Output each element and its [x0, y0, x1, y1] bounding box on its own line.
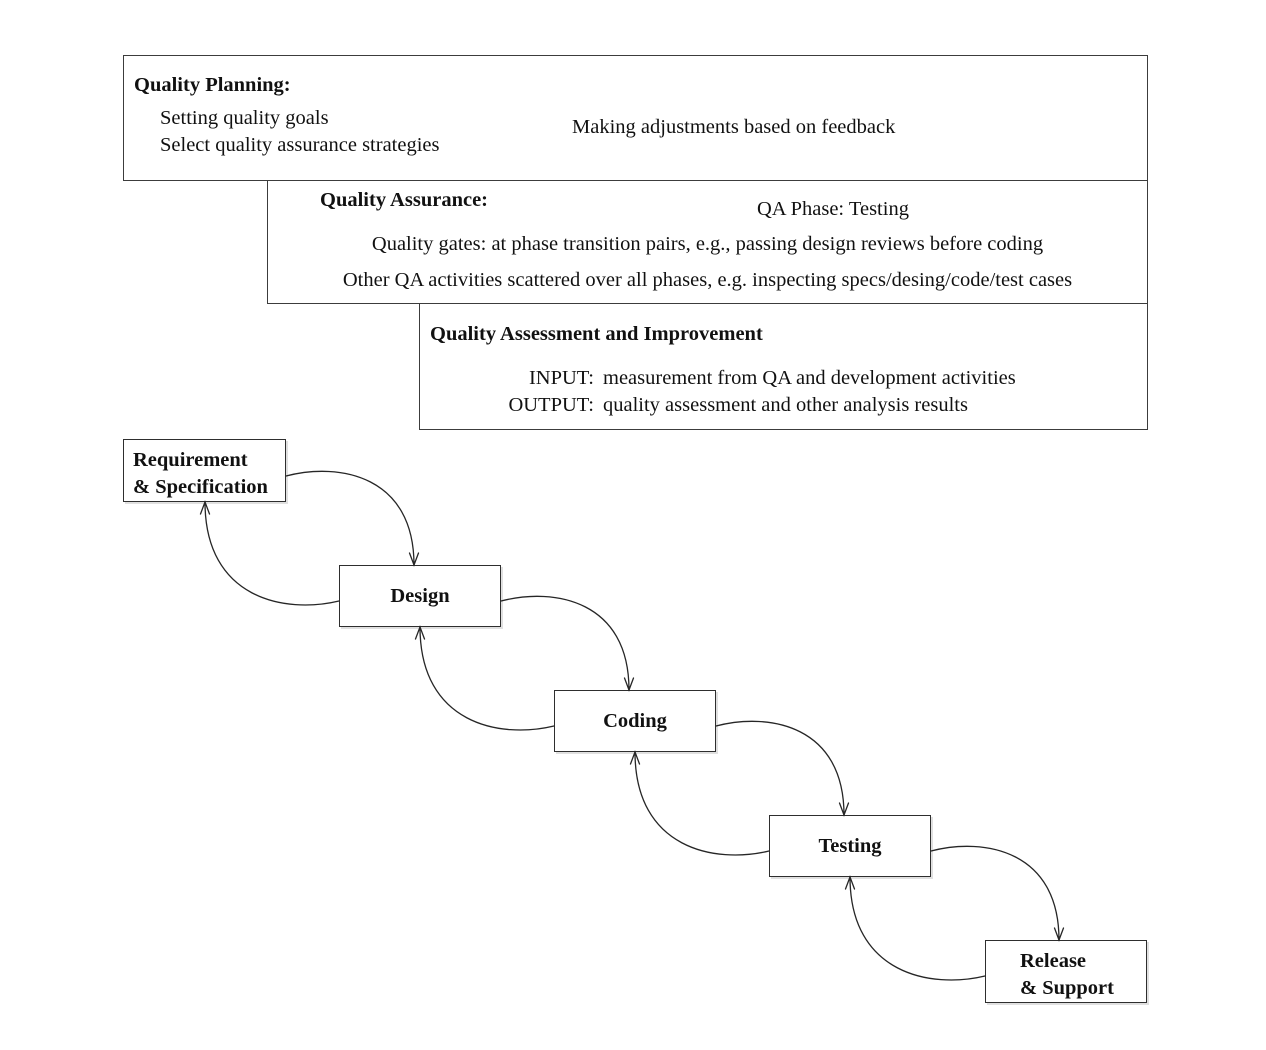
forward-arrow-design-to-coding — [500, 595, 635, 692]
arrowhead-down-icon — [408, 552, 420, 567]
qa-gates-line: Quality gates: at phase transition pairs… — [371, 233, 1044, 255]
arrowhead-up-icon — [844, 875, 856, 890]
output-label: OUTPUT: — [508, 394, 594, 416]
arrowhead-down-icon — [623, 677, 635, 692]
forward-curve-1 — [285, 470, 415, 566]
quality-assessment-box: Quality Assessment and Improvement INPUT… — [419, 303, 1148, 430]
backward-arrow-testing-to-coding — [629, 750, 770, 856]
forward-curve-4 — [930, 845, 1060, 941]
phase-box-release-support: Release & Support — [985, 940, 1147, 1003]
output-text: quality assessment and other analysis re… — [603, 394, 968, 416]
quality-assurance-box: Quality Assurance: QA Phase: Testing Qua… — [267, 180, 1148, 304]
quality-planning-title: Quality Planning: — [134, 74, 291, 96]
forward-curve-2 — [500, 595, 630, 691]
arrowhead-up-icon — [629, 750, 641, 765]
phase-box-testing: Testing — [769, 815, 931, 877]
forward-arrow-testing-to-release — [930, 845, 1065, 942]
backward-arrow-coding-to-design — [414, 625, 555, 731]
backward-curve-1 — [204, 501, 340, 606]
backward-curve-4 — [849, 876, 986, 981]
assessment-io-grid: INPUT: measurement from QA and developme… — [420, 365, 1147, 419]
phase-box-requirement-specification: Requirement & Specification — [123, 439, 286, 502]
backward-arrow-design-to-requirement — [199, 500, 340, 606]
input-label: INPUT: — [528, 367, 594, 389]
qa-phase-note: QA Phase: Testing — [757, 198, 909, 220]
quality-planning-items: Setting quality goals Select quality ass… — [160, 105, 440, 159]
forward-arrow-coding-to-testing — [715, 720, 850, 817]
quality-assessment-title: Quality Assessment and Improvement — [430, 323, 763, 345]
arrowhead-down-icon — [838, 802, 850, 817]
backward-curve-2 — [419, 626, 555, 731]
arrowhead-up-icon — [414, 625, 426, 640]
arrowhead-up-icon — [199, 500, 211, 515]
quality-planning-box: Quality Planning: Setting quality goals … — [123, 55, 1148, 181]
quality-planning-item-goals: Setting quality goals — [160, 107, 329, 129]
forward-curve-3 — [715, 720, 845, 816]
arrowhead-down-icon — [1053, 927, 1065, 942]
qa-other-activities-line: Other QA activities scattered over all p… — [342, 269, 1073, 291]
input-text: measurement from QA and development acti… — [603, 367, 1016, 389]
phase-box-coding: Coding — [554, 690, 716, 752]
backward-arrow-release-to-testing — [844, 875, 986, 981]
forward-arrow-requirement-to-design — [285, 470, 420, 567]
backward-curve-3 — [634, 751, 770, 856]
quality-planning-feedback-note: Making adjustments based on feedback — [572, 116, 896, 138]
quality-planning-item-strategies: Select quality assurance strategies — [160, 134, 440, 156]
phase-box-design: Design — [339, 565, 501, 627]
quality-assurance-title: Quality Assurance: — [320, 189, 488, 211]
